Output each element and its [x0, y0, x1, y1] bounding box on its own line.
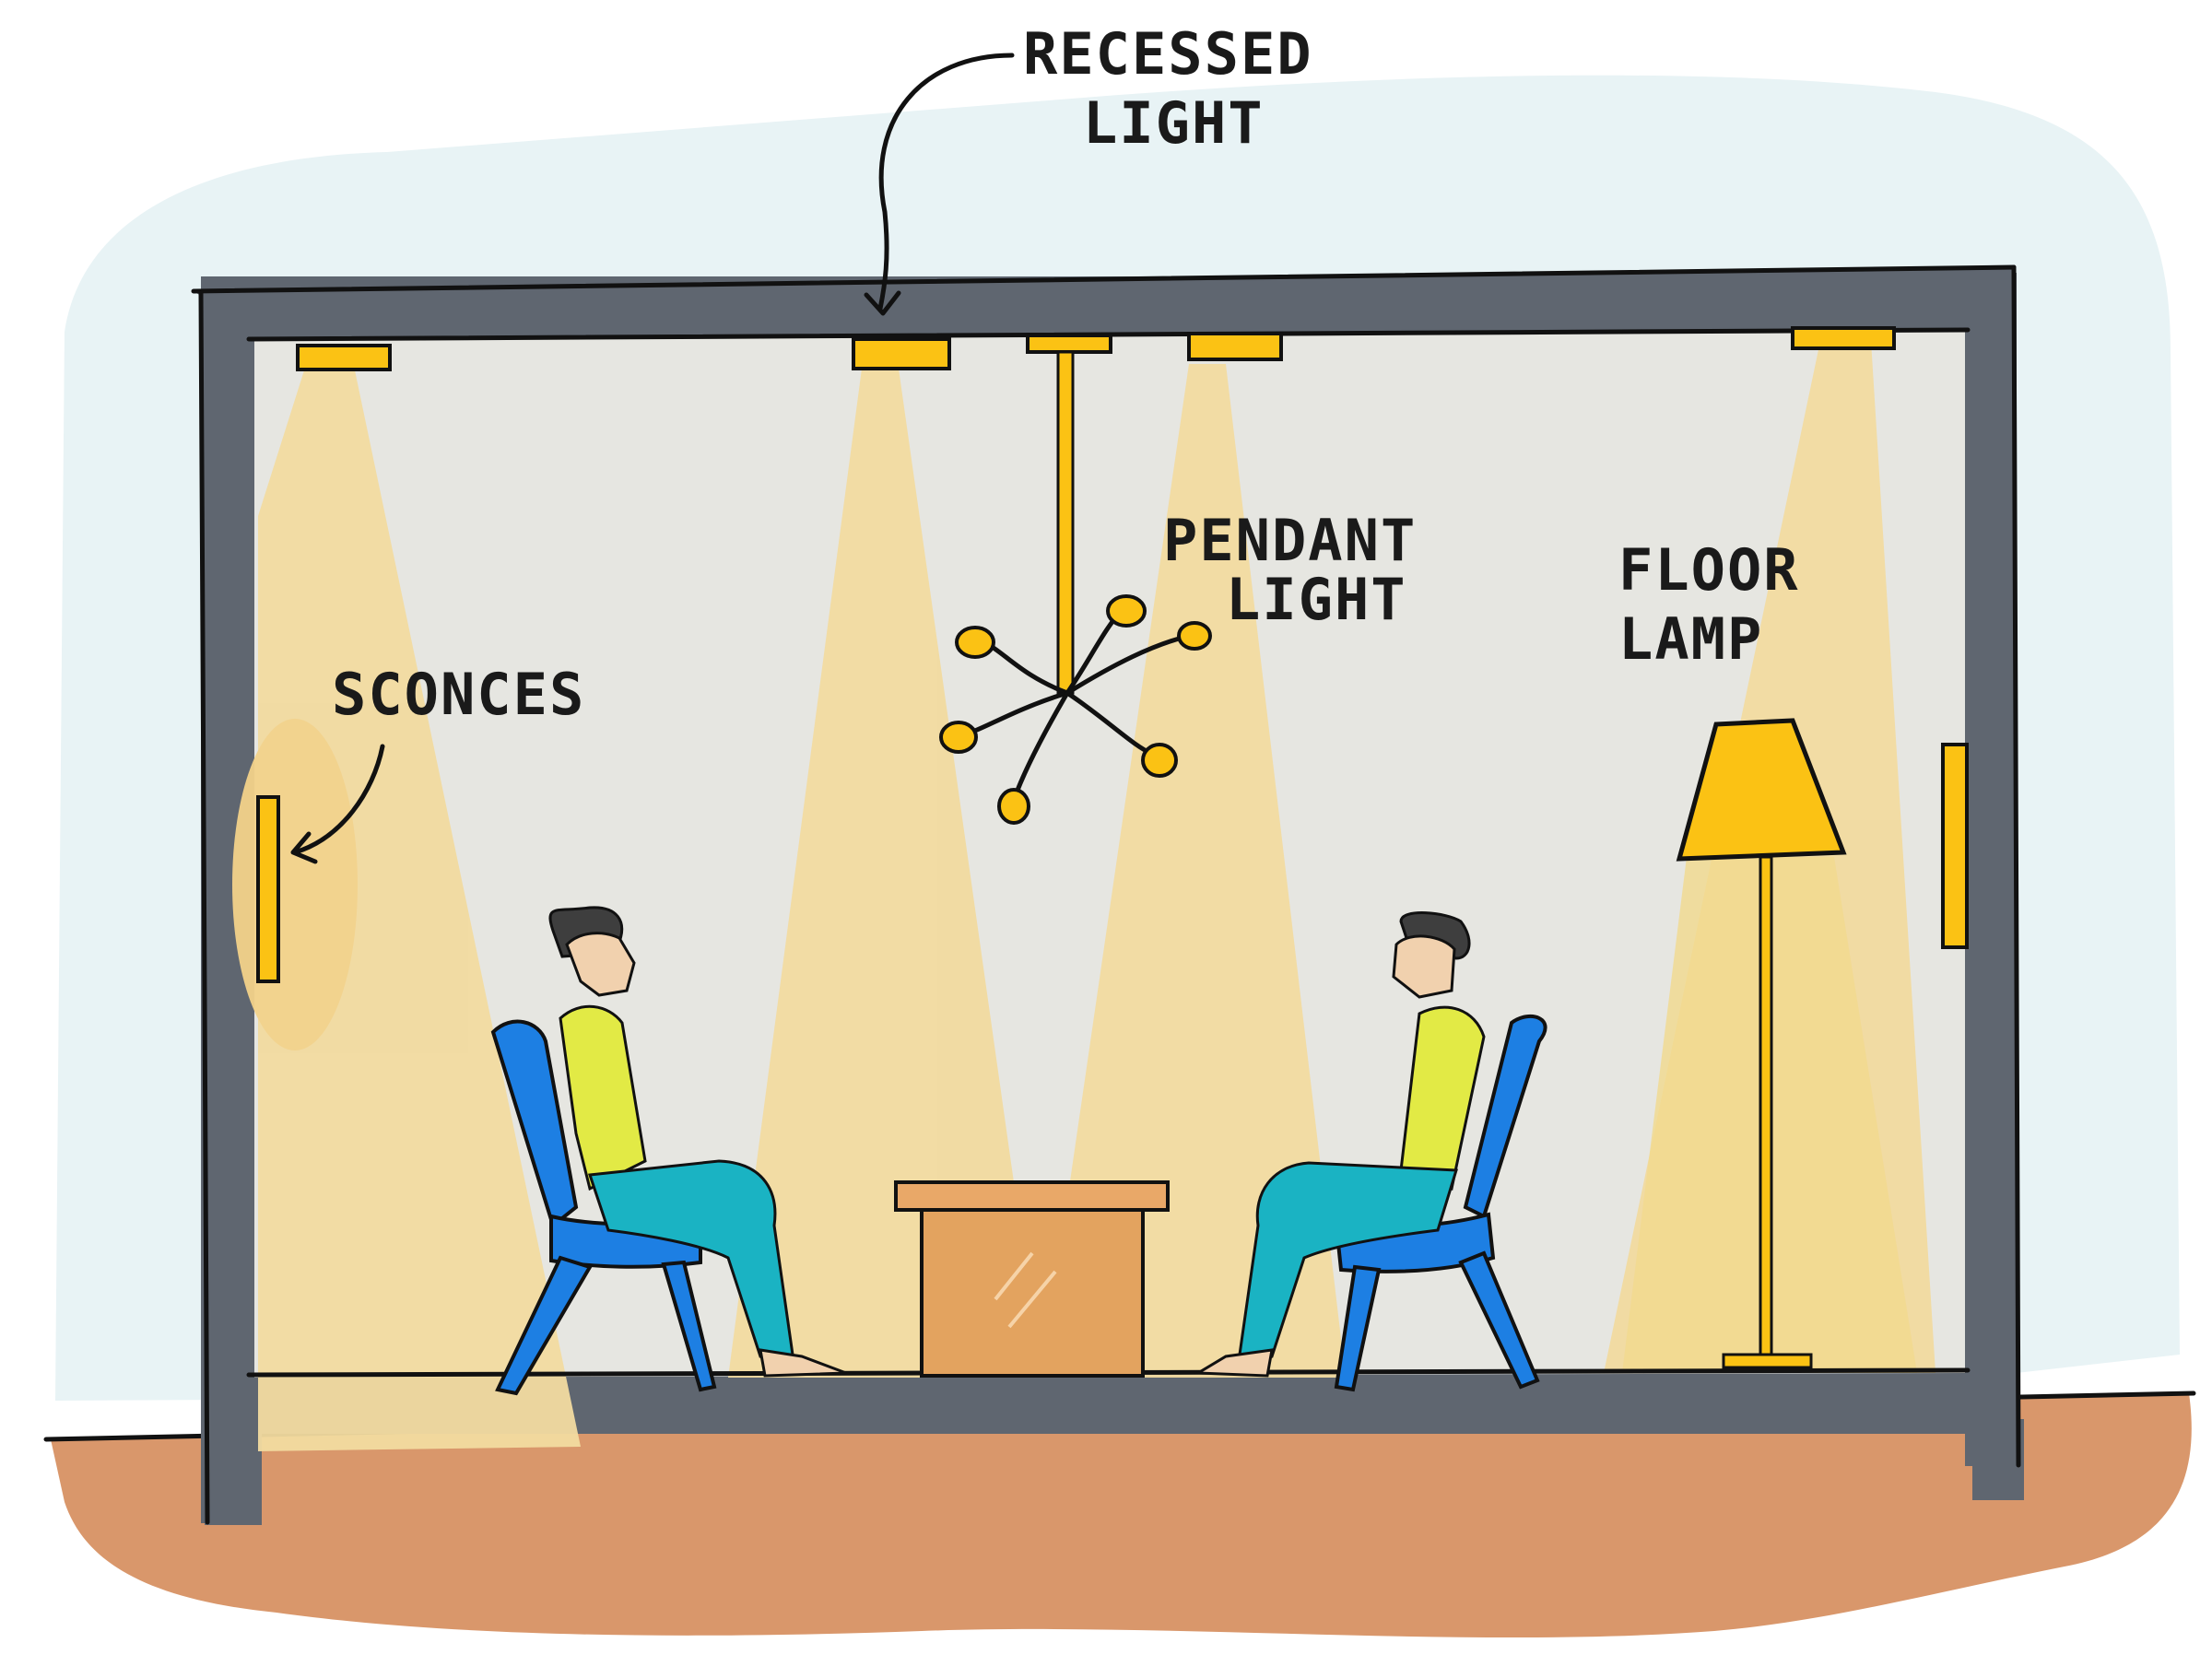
recessed-label-line2: LIGHT — [1083, 89, 1265, 157]
lamp-pole — [1759, 855, 1773, 1356]
floor-lamp-icon — [1676, 718, 1847, 1369]
sconce-glow — [232, 719, 358, 1050]
right-wall-line — [2011, 264, 2021, 1468]
right-person-foot — [1193, 1348, 1274, 1378]
right-chair-legs — [1334, 1250, 1540, 1392]
pendant-rod — [1056, 350, 1075, 695]
left-person-foot — [759, 1348, 847, 1378]
pendant-bulbs — [939, 594, 1212, 825]
sconces-arrow — [290, 744, 385, 864]
left-chair-back — [490, 1019, 579, 1229]
left-wall-line — [198, 290, 210, 1525]
table-icon — [894, 1180, 1170, 1378]
room-interior — [254, 330, 1965, 1378]
recessed-light-4 — [1791, 326, 1896, 350]
right-wall — [1965, 273, 2017, 1466]
lamp-base — [1722, 1353, 1813, 1369]
seated-person-icon — [548, 906, 847, 1378]
sconce-icon — [256, 795, 280, 983]
pendant-label-line1: PENDANT — [1163, 507, 1417, 574]
left-person-head — [565, 932, 636, 997]
recessed-light-arrow — [864, 53, 1015, 316]
table-top — [894, 1180, 1170, 1212]
left-footing — [205, 1428, 262, 1525]
lamp-shade — [1676, 718, 1847, 862]
chair-icon — [490, 1019, 717, 1396]
recessed-light-1 — [296, 344, 392, 371]
right-footing — [1972, 1419, 2024, 1500]
ground — [51, 1393, 2192, 1638]
right-person-shirt — [1399, 1005, 1486, 1191]
right-person-pants — [1238, 1161, 1459, 1358]
floor-lamp-label-line1: FLOOR — [1618, 536, 1800, 604]
recessed-light-3 — [1187, 332, 1283, 361]
beam-recessed-2 — [728, 369, 1041, 1378]
right-chair-back — [1463, 1014, 1547, 1219]
pendant-light-icon — [939, 350, 1212, 825]
right-seated-person — [1193, 911, 1486, 1378]
pendant-canopy — [1026, 334, 1112, 354]
recessed-light-2 — [852, 337, 951, 370]
sconce-right — [1941, 743, 1969, 949]
pendant-label-line2: LIGHT — [1226, 566, 1407, 633]
ceiling-line — [191, 264, 2017, 294]
table-body — [920, 1208, 1145, 1378]
beam-recessed-1 — [258, 370, 581, 1451]
beam-recessed-3 — [1041, 364, 1346, 1378]
sconces-label: SCONCES — [332, 661, 585, 728]
labels: RECESSED LIGHT PENDANT LIGHT FLOOR LAMP … — [332, 20, 1800, 728]
table-reflection — [994, 1251, 1057, 1329]
recessed-label-line1: RECESSED — [1023, 20, 1313, 88]
left-person-shirt — [559, 1004, 647, 1191]
left-chair-legs — [495, 1255, 717, 1396]
right-person-head — [1392, 934, 1456, 999]
floor-lamp-label-line2: LAMP — [1618, 605, 1763, 673]
recessed-light-icon — [296, 326, 1896, 371]
